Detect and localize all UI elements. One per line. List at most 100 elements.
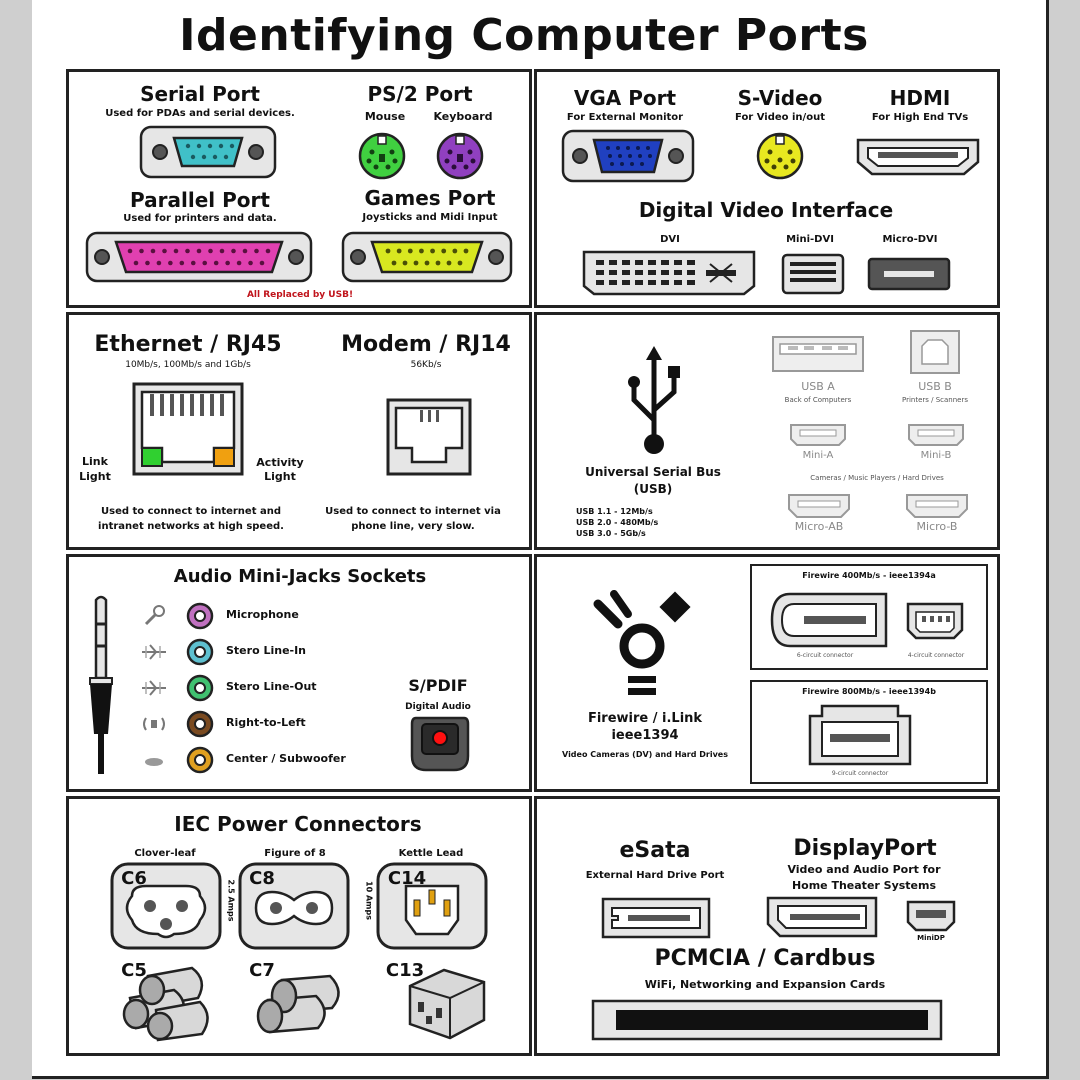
svideo-port-icon	[756, 132, 804, 180]
c5-label: C5	[121, 960, 147, 981]
modem-speed: 56Kb/s	[410, 360, 442, 370]
pcmcia-desc: WiFi, Networking and Expansion Cards	[644, 978, 886, 991]
c6-label: C6	[121, 868, 147, 889]
rj14-port-icon	[386, 398, 472, 476]
c14-label: C14	[387, 868, 427, 889]
audio-jack-label: Microphone	[226, 608, 299, 621]
audio-jack-label: Center / Subwoofer	[226, 752, 346, 765]
displayport-icon	[766, 896, 878, 938]
firewire-6pin-label: 6-circuit connector	[796, 652, 854, 659]
microphone-icon	[144, 605, 165, 626]
mini-displayport-icon	[906, 900, 956, 932]
usb-micro-ab-label: Micro-AB	[794, 520, 844, 533]
usb-a-port-icon	[772, 336, 864, 372]
svideo-port-title: S-Video	[737, 86, 823, 110]
displayport-desc: Video and Audio Port for Home Theater Sy…	[787, 863, 941, 892]
ethernet-title: Ethernet / RJ45	[94, 332, 282, 357]
rj45-port-icon	[132, 382, 244, 476]
c6-socket-icon	[110, 862, 222, 950]
usb-mini-sublabel: Cameras / Music Players / Hard Drives	[810, 474, 944, 482]
c8-label: C8	[249, 868, 275, 889]
firewire-6pin-port-icon	[770, 592, 888, 648]
ps2-mouse-label: Mouse	[364, 110, 406, 123]
firewire-9pin-label: 9-circuit connector	[831, 770, 889, 777]
ps2-keyboard-label: Keyboard	[433, 110, 493, 123]
games-port-icon	[341, 231, 513, 283]
c14-socket-icon	[376, 862, 488, 950]
usb-a-label: USB A	[801, 380, 835, 393]
usb-speeds: USB 1.1 - 12Mb/s USB 2.0 - 480Mb/s USB 3…	[576, 507, 659, 538]
dvi-port-icon	[582, 250, 756, 296]
audio-jack-socket	[186, 746, 214, 774]
svideo-port-desc: For Video in/out	[735, 112, 825, 123]
ethernet-speed: 10Mb/s, 100Mb/s and 1Gb/s	[125, 360, 251, 370]
hdmi-port-desc: For High End TVs	[871, 112, 969, 123]
pcmcia-slot-icon	[591, 999, 943, 1041]
usb-b-port-icon	[910, 330, 960, 374]
speaker-center-icon	[145, 758, 163, 766]
firewire-800-title: Firewire 800Mb/s - ieee1394b	[802, 687, 936, 696]
amps-10-label: 10 Amps	[364, 881, 374, 920]
link-light-label: Link Light	[79, 455, 111, 483]
micro-dvi-port-icon	[867, 257, 951, 291]
ps2-mouse-port-icon	[358, 132, 406, 180]
spdif-title: S/PDIF	[408, 676, 468, 695]
audio-jack-socket	[186, 710, 214, 738]
firewire-9pin-port-icon	[808, 704, 912, 766]
usb-b-sublabel: Printers / Scanners	[901, 396, 969, 404]
vga-port-icon	[561, 129, 695, 183]
audio-jack-label: Stero Line-Out	[226, 680, 317, 693]
dvi-section-title: Digital Video Interface	[638, 198, 894, 222]
audio-jack-socket	[186, 674, 214, 702]
audio-jack-label: Right-to-Left	[226, 716, 306, 729]
firewire-4pin-port-icon	[906, 602, 964, 640]
mini-dvi-port-icon	[781, 253, 845, 295]
hdmi-port-icon	[856, 138, 980, 176]
spdif-desc: Digital Audio	[405, 702, 471, 712]
esata-desc: External Hard Drive Port	[585, 870, 725, 881]
c13-plug-icon	[408, 968, 486, 1040]
usb-mini-a-port-icon	[790, 424, 846, 446]
usb-a-sublabel: Back of Computers	[784, 396, 852, 404]
games-port-desc: Joysticks and Midi Input	[362, 212, 498, 223]
c8-caption: Figure of 8	[264, 848, 326, 859]
ethernet-desc: Used to connect to internet and intranet…	[98, 506, 284, 532]
displayport-title: DisplayPort	[793, 836, 937, 861]
c7-label: C7	[249, 960, 275, 981]
audio-plug-icon	[89, 595, 113, 774]
audio-jack-label: Stero Line-In	[226, 644, 307, 657]
serial-port-title: Serial Port	[140, 82, 260, 106]
audio-title: Audio Mini-Jacks Sockets	[173, 566, 427, 587]
serial-port-desc: Used for PDAs and serial devices.	[105, 108, 295, 119]
c7-plug-icon	[256, 974, 340, 1034]
vga-port-title: VGA Port	[573, 86, 677, 110]
firewire-400-title: Firewire 400Mb/s - ieee1394a	[802, 571, 936, 580]
firewire-4pin-label: 4-circuit connector	[907, 652, 965, 659]
usb-mini-b-label: Mini-B	[920, 450, 952, 461]
parallel-port-title: Parallel Port	[130, 188, 270, 212]
mini-displayport-label: MiniDP	[917, 934, 945, 942]
modem-desc: Used to connect to internet via phone li…	[325, 506, 501, 532]
line-in-icon	[142, 644, 166, 660]
amps-25-label: 2.5 Amps	[226, 879, 236, 922]
games-port-title: Games Port	[364, 186, 496, 210]
c14-caption: Kettle Lead	[398, 848, 464, 859]
serial-port-icon	[139, 125, 277, 179]
esata-port-icon	[601, 897, 711, 939]
audio-jack-socket	[186, 638, 214, 666]
spdif-port-icon	[410, 716, 470, 772]
esata-title: eSata	[619, 838, 691, 863]
usb-trident-icon	[628, 346, 680, 454]
parallel-port-icon	[85, 231, 313, 283]
dvi-label: DVI	[660, 234, 680, 245]
usb-mini-a-label: Mini-A	[802, 450, 834, 461]
firewire-desc: Video Cameras (DV) and Hard Drives	[562, 750, 728, 759]
c5-plug-icon	[122, 966, 209, 1042]
mini-dvi-label: Mini-DVI	[786, 234, 834, 245]
power-title: IEC Power Connectors	[174, 812, 422, 836]
audio-jack-socket	[186, 602, 214, 630]
c6-caption: Clover-leaf	[134, 848, 196, 859]
activity-light-label: Activity Light	[256, 456, 304, 483]
parallel-port-desc: Used for printers and data.	[123, 213, 277, 224]
c13-label: C13	[385, 960, 425, 981]
